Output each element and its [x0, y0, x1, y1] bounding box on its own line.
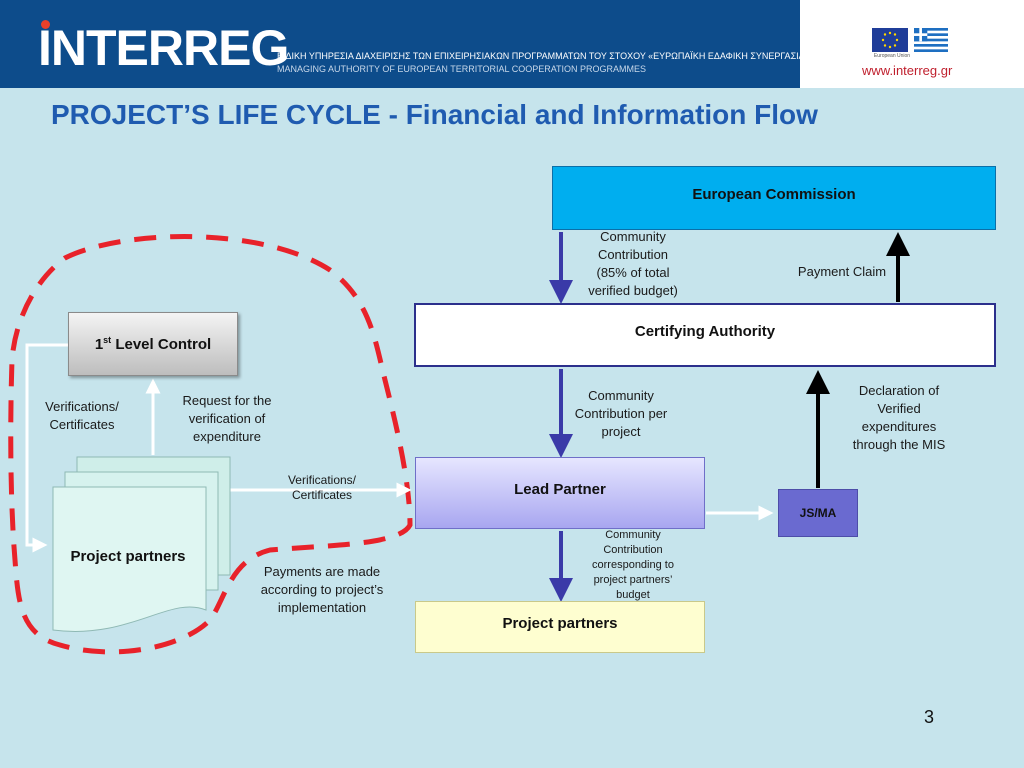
- lead-partner-label: Lead Partner: [514, 480, 606, 498]
- first-level-control-label: 1st Level Control: [95, 335, 211, 353]
- lead-partner-box: Lead Partner: [415, 457, 705, 529]
- label-line: Contribution per: [574, 406, 668, 421]
- label-line: Verified: [877, 401, 921, 416]
- label-request-verification: Request for the verification of expendit…: [167, 392, 287, 446]
- label-line: Verifications/: [45, 399, 119, 414]
- label-line: Payments are made: [263, 564, 381, 579]
- label-payment-claim: Payment Claim: [797, 264, 887, 279]
- label-verifications-certificates-left: Verifications/ Certificates: [28, 398, 136, 434]
- label-line: verification of: [188, 411, 266, 426]
- dashed-outline: [8, 234, 413, 655]
- label-line: Request for the: [182, 393, 272, 408]
- website-link[interactable]: www.interreg.gr: [862, 63, 953, 78]
- label-line: according to project’s: [260, 582, 384, 597]
- header-bar: [0, 0, 800, 88]
- label-line: budget: [616, 589, 650, 601]
- label-verifications-certificates-mid: Verifications/ Certificates: [266, 473, 378, 503]
- project-partners-label: Project partners: [502, 614, 618, 632]
- first-level-control-superscript: st: [103, 335, 112, 345]
- label-line: through the MIS: [852, 437, 946, 452]
- header-subtitle-english: MANAGING AUTHORITY OF EUROPEAN TERRITORI…: [277, 64, 647, 74]
- project-partners-documents-label: Project partners: [70, 548, 186, 565]
- label-community-contribution-per-project: Community Contribution per project: [562, 387, 680, 441]
- label-line: expenditures: [861, 419, 937, 434]
- certifying-authority-box: Certifying Authority: [414, 303, 996, 367]
- label-line: Declaration of: [858, 383, 940, 398]
- project-partners-box: Project partners: [415, 601, 705, 653]
- logo-dot: [41, 20, 50, 29]
- european-commission-box: European Commission: [552, 166, 996, 230]
- label-line: Community: [600, 229, 666, 244]
- label-line: project partners’: [593, 574, 673, 586]
- arrow-flc-to-pp: [25, 343, 68, 553]
- slide-title: PROJECT’S LIFE CYCLE - Financial and Inf…: [51, 99, 818, 130]
- header-right-panel: [800, 0, 1024, 88]
- project-partners-documents: [52, 456, 231, 632]
- first-level-control-box: 1st Level Control: [68, 312, 238, 376]
- label-line: implementation: [277, 600, 367, 615]
- label-line: Community: [588, 388, 654, 403]
- certifying-authority-label: Certifying Authority: [634, 322, 776, 340]
- js-ma-label: JS/MA: [799, 506, 837, 520]
- label-line: Contribution: [597, 247, 669, 262]
- label-line: verified budget): [588, 283, 678, 298]
- label-line: Contribution: [603, 544, 663, 556]
- first-level-control-text: Level Control: [111, 336, 212, 353]
- greek-flag-icon: [914, 28, 948, 52]
- european-commission-label: European Commission: [692, 185, 856, 203]
- interreg-logo: INTERREG: [38, 20, 289, 76]
- label-community-contribution-85: Community Contribution (85% of total ver…: [572, 228, 694, 300]
- label-line: corresponding to: [592, 559, 674, 571]
- label-line: (85% of total: [596, 265, 670, 280]
- label-line: Community: [605, 529, 661, 541]
- label-line: project: [601, 424, 641, 439]
- first-level-control-number: 1: [94, 336, 104, 353]
- label-payments-made: Payments are made according to project’s…: [248, 563, 396, 617]
- label-line: Verifications/: [287, 473, 357, 487]
- label-declaration: Declaration of Verified expenditures thr…: [840, 382, 958, 454]
- label-community-contribution-budget: Community Contribution corresponding to …: [578, 528, 688, 603]
- page-number: 3: [924, 707, 935, 727]
- label-line: Certificates: [49, 417, 115, 432]
- eu-flag-icon: [872, 28, 908, 52]
- label-line: expenditure: [193, 429, 261, 444]
- header-subtitle-greek: ΕΙΔΙΚΗ ΥΠΗΡΕΣΙΑ ΔΙΑΧΕΙΡΙΣΗΣ ΤΩΝ ΕΠΙΧΕΙΡΗ…: [277, 51, 810, 61]
- js-ma-box: JS/MA: [778, 489, 858, 537]
- eu-flag-caption: European Union: [873, 53, 911, 59]
- label-line: Certificates: [291, 488, 353, 502]
